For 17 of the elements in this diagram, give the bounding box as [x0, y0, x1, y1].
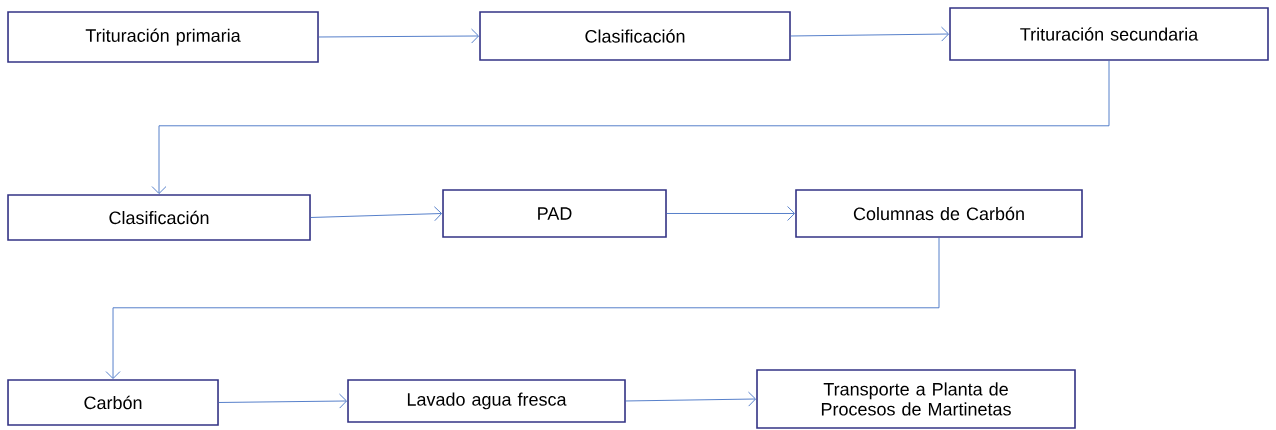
arrow — [310, 206, 443, 222]
arrow — [318, 28, 480, 44]
process-box: Clasificación — [479, 11, 791, 61]
arrow — [666, 206, 796, 221]
process-box: Trituración secundaria — [949, 7, 1269, 61]
process-box: Transporte a Planta de Procesos de Martinetas — [756, 369, 1076, 429]
arrow — [218, 393, 348, 409]
arrow — [790, 26, 950, 42]
process-box: PAD — [442, 189, 667, 238]
process-box: Trituración primaria — [7, 11, 319, 63]
process-box: Lavado agua fresca — [347, 379, 626, 423]
process-box: Columnas de Carbón — [795, 189, 1083, 238]
arrow — [151, 60, 1110, 194]
process-box: Carbón — [7, 379, 219, 426]
arrow — [625, 391, 757, 407]
process-box: Clasificación — [7, 194, 311, 241]
arrow — [105, 237, 940, 379]
